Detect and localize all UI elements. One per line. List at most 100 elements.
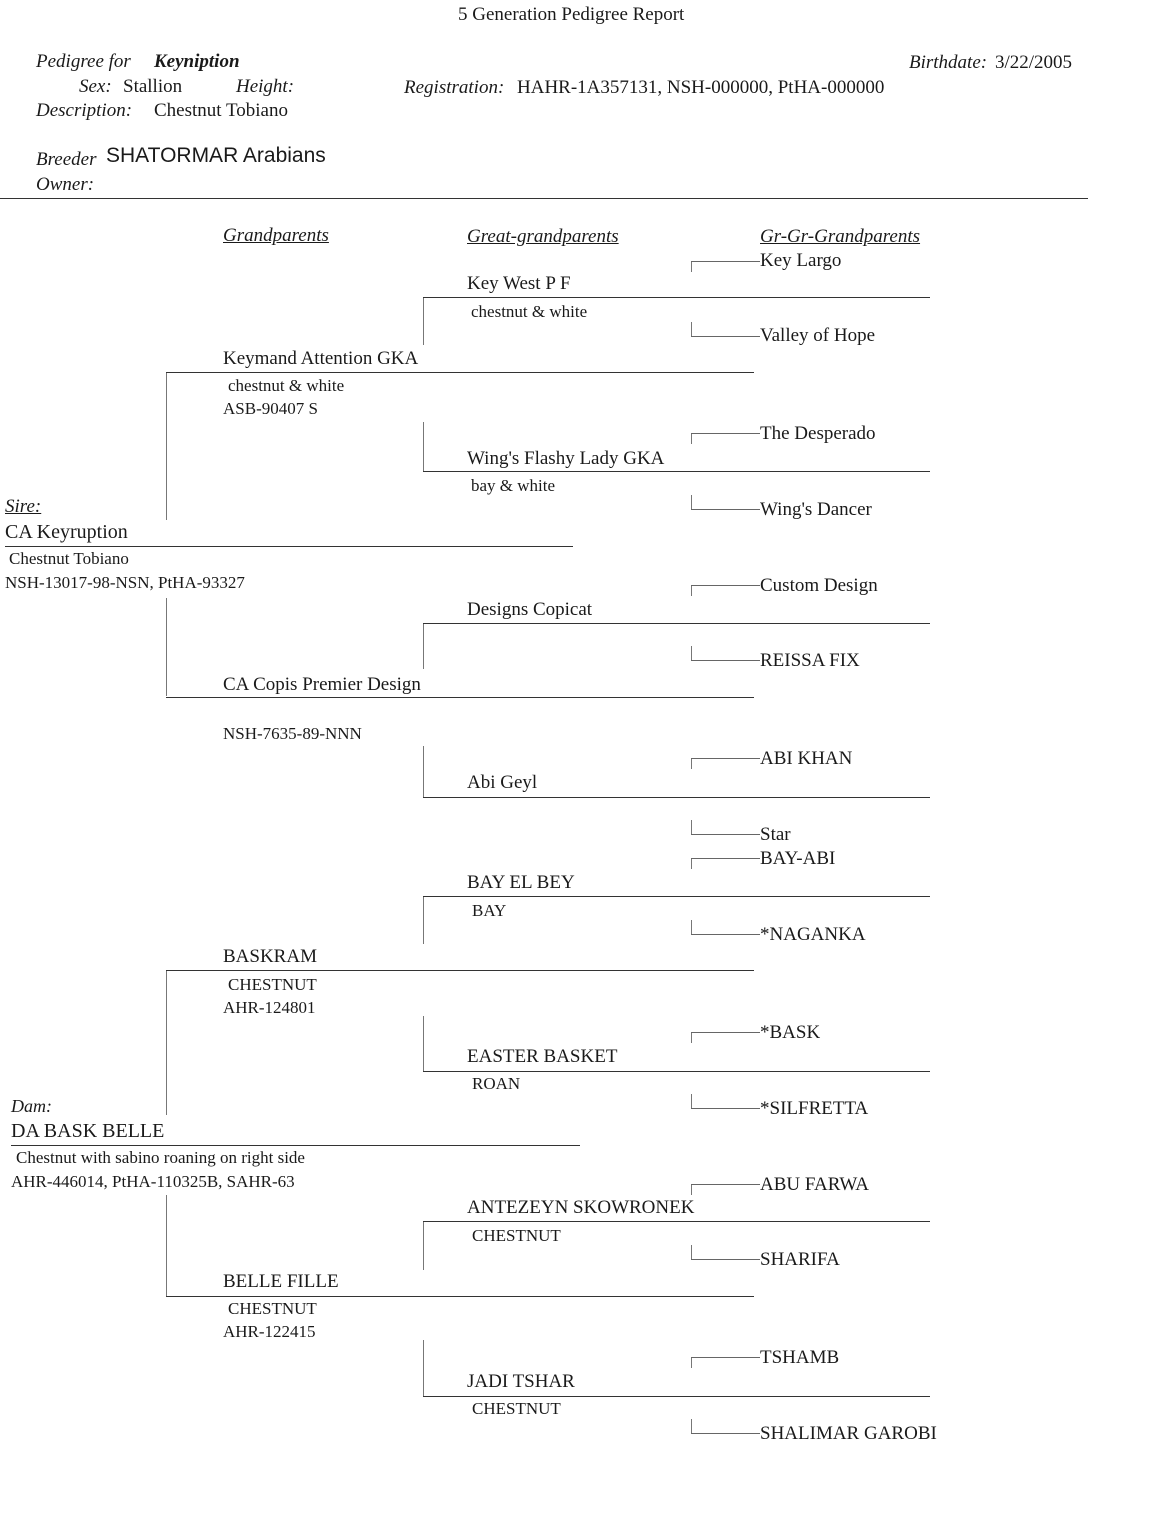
pedigree-for-label: Pedigree for [36, 51, 131, 72]
grandparent-2-registration: NSH-7635-89-NNN [223, 724, 362, 743]
grandparent-3-line [166, 970, 754, 971]
dam-line [11, 1145, 580, 1146]
great-grandparent-8-name: JADI TSHAR [467, 1371, 575, 1392]
bracket-14 [691, 1245, 692, 1259]
birthdate-label: Birthdate: [909, 52, 988, 73]
connector-gp3-top [423, 896, 424, 944]
connector-gp4-top [423, 1221, 424, 1270]
description-value: Chestnut Tobiano [154, 100, 288, 121]
grandparent-1-name: Keymand Attention GKA [223, 348, 419, 369]
bracket-15-line [691, 1357, 760, 1358]
bracket-2-line [691, 336, 760, 337]
grandparent-2-line [166, 697, 754, 698]
great-grandparent-5-name: BAY EL BEY [467, 872, 575, 893]
bracket-16 [691, 1419, 692, 1433]
bracket-6 [691, 646, 692, 660]
bracket-2 [691, 322, 692, 336]
great-grandparent-2-line [423, 471, 930, 472]
great-grandparent-1-line [423, 297, 930, 298]
bracket-8 [691, 820, 692, 834]
column-heading-great-grandparents: Great-grandparents [467, 226, 619, 247]
bracket-9 [691, 858, 692, 869]
grandparent-4-color: CHESTNUT [228, 1299, 317, 1318]
ancestor-9: BAY-ABI [760, 848, 836, 869]
great-grandparent-7-name: ANTEZEYN SKOWRONEK [467, 1197, 695, 1218]
great-grandparent-6-name: EASTER BASKET [467, 1046, 618, 1067]
connector-dam-top [166, 970, 167, 1115]
bracket-3-line [691, 433, 760, 434]
great-grandparent-1-color: chestnut & white [471, 302, 588, 321]
birthdate-value: 3/22/2005 [995, 52, 1073, 73]
bracket-11-line [691, 1032, 760, 1033]
ancestor-15: TSHAMB [760, 1347, 840, 1368]
bracket-1-line [691, 261, 760, 262]
grandparent-3-registration: AHR-124801 [223, 998, 316, 1017]
sire-line [5, 546, 573, 547]
ancestor-1: Key Largo [760, 250, 842, 271]
bracket-13 [691, 1184, 692, 1195]
grandparent-1-color: chestnut & white [228, 376, 345, 395]
grandparent-4-line [166, 1296, 754, 1297]
connector-gp1-top [423, 297, 424, 345]
dam-label: Dam: [11, 1096, 52, 1116]
ancestor-14: SHARIFA [760, 1249, 840, 1270]
sex-value: Stallion [123, 76, 183, 97]
bracket-9-line [691, 858, 760, 859]
bracket-14-line [691, 1259, 760, 1260]
ancestor-4: Wing's Dancer [760, 499, 872, 520]
ancestor-7: ABI KHAN [760, 748, 853, 769]
connector-gp1-bottom [423, 422, 424, 471]
sire-color: Chestnut Tobiano [9, 549, 129, 568]
horse-name: Keyniption [154, 51, 240, 72]
great-grandparent-7-line [423, 1221, 930, 1222]
grandparent-1-line [166, 372, 754, 373]
grandparent-1-registration: ASB-90407 S [223, 399, 318, 418]
connector-gp2-bottom [423, 746, 424, 797]
bracket-10-line [691, 934, 760, 935]
registration-label: Registration: [404, 77, 505, 98]
ancestor-11: *BASK [760, 1022, 821, 1043]
grandparent-4-name: BELLE FILLE [223, 1271, 339, 1292]
description-label: Description: [36, 100, 133, 121]
breeder-label: Breeder [36, 149, 97, 170]
ancestor-10: *NAGANKA [760, 924, 866, 945]
sire-registration: NSH-13017-98-NSN, PtHA-93327 [5, 573, 245, 592]
ancestor-6: REISSA FIX [760, 650, 860, 671]
ancestor-16: SHALIMAR GAROBI [760, 1423, 937, 1444]
great-grandparent-3-line [423, 623, 930, 624]
great-grandparent-6-color: ROAN [472, 1074, 521, 1093]
connector-gp2-top [423, 623, 424, 669]
grandparent-3-name: BASKRAM [223, 946, 317, 967]
great-grandparent-2-name: Wing's Flashy Lady GKA [467, 448, 665, 469]
owner-label: Owner: [36, 174, 95, 195]
great-grandparent-8-line [423, 1396, 930, 1397]
bracket-13-line [691, 1184, 760, 1185]
grandparent-2-name: CA Copis Premier Design [223, 674, 421, 695]
height-label: Height: [236, 76, 295, 97]
great-grandparent-4-name: Abi Geyl [467, 772, 538, 793]
bracket-10 [691, 920, 692, 934]
ancestor-13: ABU FARWA [760, 1174, 869, 1195]
grandparent-3-color: CHESTNUT [228, 975, 317, 994]
great-grandparent-4-line [423, 797, 930, 798]
dam-color: Chestnut with sabino roaning on right si… [16, 1148, 305, 1167]
great-grandparent-1-name: Key West P F [467, 273, 571, 294]
bracket-4 [691, 495, 692, 509]
connector-sire-top [166, 372, 167, 520]
column-heading-grandparents: Grandparents [223, 225, 329, 246]
connector-gp3-bottom [423, 1016, 424, 1071]
bracket-12 [691, 1094, 692, 1108]
bracket-1 [691, 261, 692, 272]
grandparent-4-registration: AHR-122415 [223, 1322, 316, 1341]
bracket-7 [691, 758, 692, 769]
sire-name: CA Keyruption [5, 521, 128, 543]
column-heading-gr-gr-grandparents: Gr-Gr-Grandparents [760, 226, 921, 247]
great-grandparent-6-line [423, 1071, 930, 1072]
bracket-4-line [691, 509, 760, 510]
great-grandparent-5-color: BAY [472, 901, 507, 920]
sex-label: Sex: [79, 76, 112, 97]
bracket-6-line [691, 660, 760, 661]
report-title: 5 Generation Pedigree Report [458, 4, 685, 25]
great-grandparent-3-name: Designs Copicat [467, 599, 593, 620]
bracket-5-line [691, 585, 760, 586]
